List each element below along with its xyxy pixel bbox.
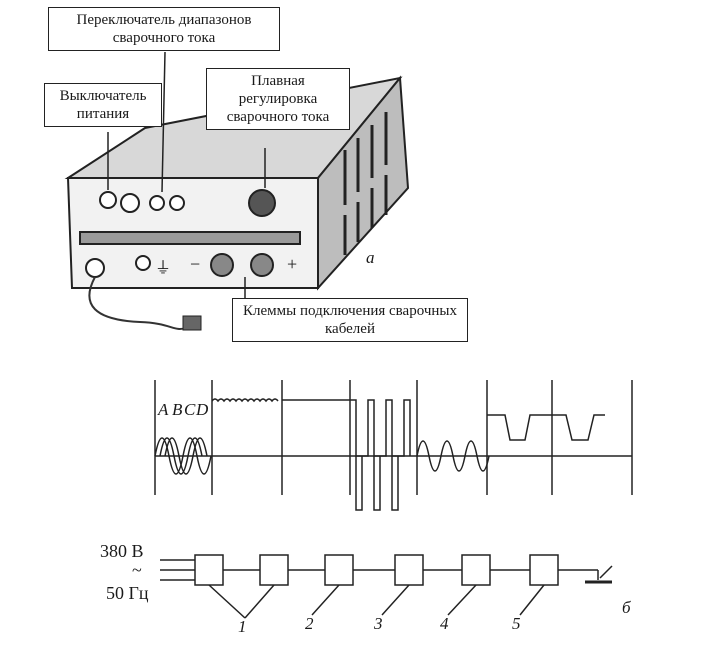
block-transformer [394,554,424,586]
block-number-3: 3 [374,614,383,633]
block-filter [259,554,289,586]
current-knob [248,189,276,217]
block-choke [529,554,559,586]
supply-frequency: 50 Гц [106,583,149,603]
phase-c [164,437,208,475]
pulses-positive [350,399,411,457]
pulses-negative [355,456,399,511]
ground-terminal [135,255,151,271]
hf-sine [416,440,490,472]
indicator-lamp [120,193,140,213]
minus-mark: − [190,254,201,274]
figure-label-b: б [622,598,631,617]
block-rectifier [194,554,224,586]
range-switch-callout: Переключатель диапазонов сварочного тока [48,7,280,51]
leader-lines [107,51,266,298]
ground-mark: ⏚ [155,260,172,277]
block-number-1: 1 [238,617,247,636]
panel-controls [85,189,276,278]
electrode [599,565,613,579]
range-toggle-1 [149,195,165,211]
output-1 [487,414,552,441]
terminals-callout: Клеммы подключения сварочных кабелей [232,298,468,342]
phase-a [154,437,212,475]
minus-terminal [210,253,234,277]
waveform-label-d: D [196,400,209,419]
block-number-2: 2 [305,614,314,633]
power-switch-knob [99,191,117,209]
phase-b [159,437,203,475]
block-number-5: 5 [512,614,521,633]
range-toggle-2 [169,195,185,211]
power-switch-callout: Выключатель питания [44,83,162,127]
block-number-4: 4 [440,614,449,633]
plus-terminal [250,253,274,277]
cable [88,276,186,330]
waveform-label-b: B [172,400,183,419]
block-output-rectifier [461,554,491,586]
output-2 [552,414,605,441]
rectified-dc [211,398,279,403]
supply-voltage: 380 В [100,541,144,561]
block-inverter [324,554,354,586]
supply-ac-symbol: ~ [132,560,142,580]
plus-mark: + [287,254,298,274]
waveform-label-a: A [158,400,169,419]
figure-label-a: а [366,248,375,267]
current-control-callout: Плавная регулировка сварочного тока [206,68,350,130]
waveform-label-c: C [184,400,196,419]
plug [182,315,202,331]
